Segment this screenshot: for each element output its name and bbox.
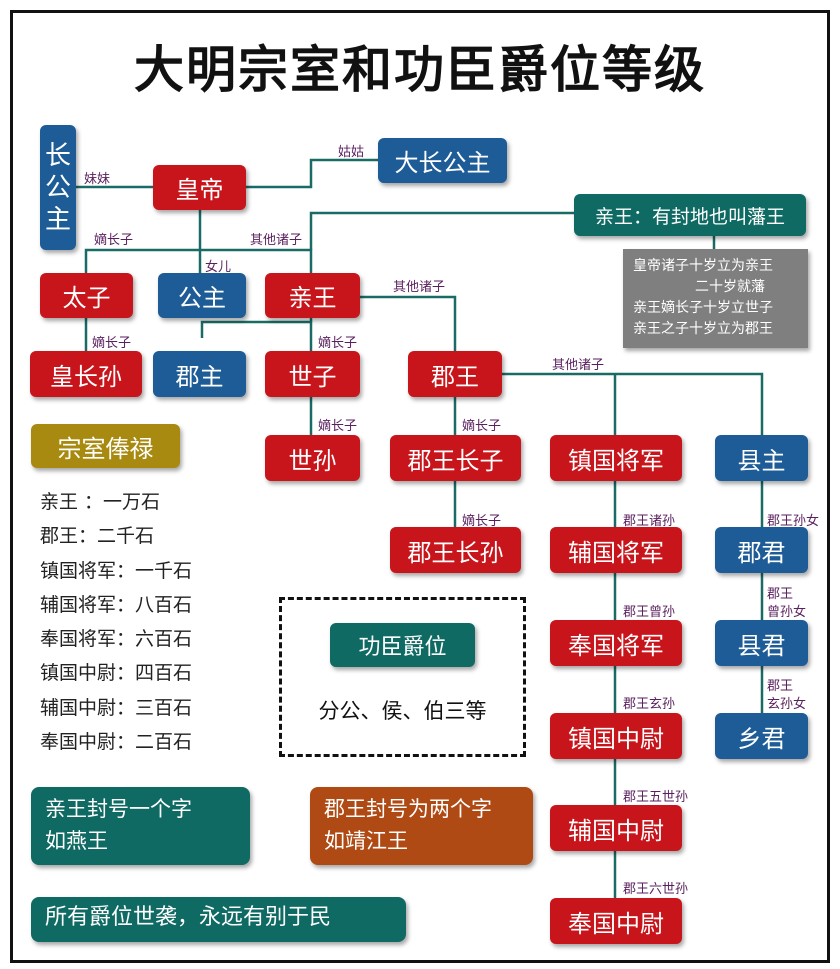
edge-label-qitazhuzi: 其他诸子 <box>393 280 446 295</box>
salary-line: 郡王：二千石 <box>40 525 155 548</box>
edge-label-dizhangzi: 嫡长子 <box>318 336 358 351</box>
node-xiangjun: 乡君 <box>715 713 808 759</box>
node-qinwang: 亲王 <box>265 273 360 318</box>
note-line: 皇帝诸子十岁立为亲王 <box>633 258 773 274</box>
salary-line: 辅国中尉：三百石 <box>40 696 193 719</box>
edge-label-junwang: 郡王 <box>767 587 794 602</box>
node-junzhu: 郡主 <box>153 351 246 397</box>
edge-label-dizhangzi: 嫡长子 <box>92 336 132 351</box>
node-junwang: 郡王 <box>408 351 502 397</box>
node-qinwang-desc: 亲王：有封地也叫藩王 <box>574 194 806 236</box>
edge-label-junwang-liushisun: 郡王六世孙 <box>623 882 689 897</box>
node-fuguo-zhongwei: 辅国中尉 <box>550 805 682 851</box>
edge-label-qitazhuzi: 其他诸子 <box>250 233 303 248</box>
edge-label-xuansunnv: 玄孙女 <box>767 697 807 712</box>
node-huangdi: 皇帝 <box>153 165 246 210</box>
qinwang-title-line: 亲王封号一个字 <box>45 797 192 821</box>
gongchen-heading: 功臣爵位 <box>330 623 475 667</box>
edge-label-gugu: 姑姑 <box>338 145 365 160</box>
node-xianzhu: 县主 <box>715 435 808 481</box>
edge-label-dizhangzi: 嫡长子 <box>94 233 134 248</box>
note-line: 二十岁就藩 <box>695 279 765 295</box>
node-char: 主 <box>44 204 71 235</box>
salary-line: 辅国将军：八百石 <box>40 593 193 616</box>
edge-label-qitazhuzi: 其他诸子 <box>552 358 605 373</box>
salary-line: 镇国将军：一千石 <box>40 559 193 582</box>
junwang-title-line: 如靖江王 <box>324 829 408 853</box>
edge-label-dizhangzi: 嫡长子 <box>462 419 502 434</box>
node-junjun: 郡君 <box>715 527 808 573</box>
salary-line: 镇国中尉：四百石 <box>40 662 193 685</box>
node-junwang-zhangzi: 郡王长子 <box>390 435 521 481</box>
salary-line: 奉国将军：六百石 <box>40 628 193 651</box>
gongchen-text: 分公、侯、伯三等 <box>318 699 487 723</box>
junwang-title-box: 郡王封号为两个字 如靖江王 <box>310 787 533 865</box>
node-fengguo-zhongwei: 奉国中尉 <box>550 898 682 944</box>
note-qinwang-rules: 皇帝诸子十岁立为亲王 二十岁就藩 亲王嫡长子十岁立世子 亲王之子十岁立为郡王 <box>623 249 808 348</box>
node-huangzhangsun: 皇长孙 <box>30 351 142 397</box>
qinwang-title-line: 如燕王 <box>45 829 108 853</box>
edge-label-zengsunnv: 曾孙女 <box>767 605 807 620</box>
edge-label-dizhangzi: 嫡长子 <box>462 514 502 529</box>
note-line: 亲王之子十岁立为郡王 <box>633 321 773 337</box>
node-xianjun: 县君 <box>715 620 808 666</box>
page-title: 大明宗室和功臣爵位等级 <box>134 40 706 99</box>
gongchen-panel: 分公、侯、伯三等 <box>279 597 526 757</box>
node-char: 公 <box>44 172 71 203</box>
node-shisun: 世孙 <box>265 435 360 481</box>
edge-label-junwang-sunnv: 郡王孙女 <box>767 514 820 529</box>
edge-label-dizhangzi: 嫡长子 <box>318 419 358 434</box>
edge-label-junwang-zengsun: 郡王曾孙 <box>623 605 676 620</box>
node-fuguo-jiangjun: 辅国将军 <box>550 527 682 573</box>
salary-line: 亲王 ：一万石 <box>40 491 161 513</box>
edge-label-junwang: 郡王 <box>767 679 794 694</box>
node-char: 长 <box>44 140 71 171</box>
edge-label-junwang-zhusun: 郡王诸孙 <box>623 514 676 529</box>
note-line: 亲王嫡长子十岁立世子 <box>633 300 773 316</box>
node-changgongzhu: 长 公 主 <box>40 125 76 250</box>
salary-list: 亲王 ：一万石 郡王：二千石 镇国将军：一千石 辅国将军：八百石 奉国将军：六百… <box>40 485 192 759</box>
node-gongzhu: 公主 <box>158 273 246 318</box>
node-taizi: 太子 <box>40 273 133 318</box>
edge-label-nver: 女儿 <box>205 260 232 275</box>
node-zhenguo-zhongwei: 镇国中尉 <box>550 713 682 759</box>
edge-label-junwang-xuansun: 郡王玄孙 <box>623 697 676 712</box>
salary-heading: 宗室俸禄 <box>31 424 180 468</box>
node-shizi: 世子 <box>265 351 360 397</box>
edge-label-meimei: 妹妹 <box>84 172 111 187</box>
node-zhenguo-jiangjun: 镇国将军 <box>550 435 682 481</box>
junwang-title-line: 郡王封号为两个字 <box>324 797 492 821</box>
hereditary-box: 所有爵位世袭，永远有别于民 <box>31 897 406 942</box>
node-fengguo-jiangjun: 奉国将军 <box>550 620 682 666</box>
salary-line: 奉国中尉：二百石 <box>40 731 193 754</box>
qinwang-title-box: 亲王封号一个字 如燕王 <box>31 787 250 865</box>
edge-label-junwang-wushisun: 郡王五世孙 <box>623 790 689 805</box>
node-junwang-zhangsun: 郡王长孙 <box>390 527 521 573</box>
node-dachanggongzhu: 大长公主 <box>378 138 507 183</box>
